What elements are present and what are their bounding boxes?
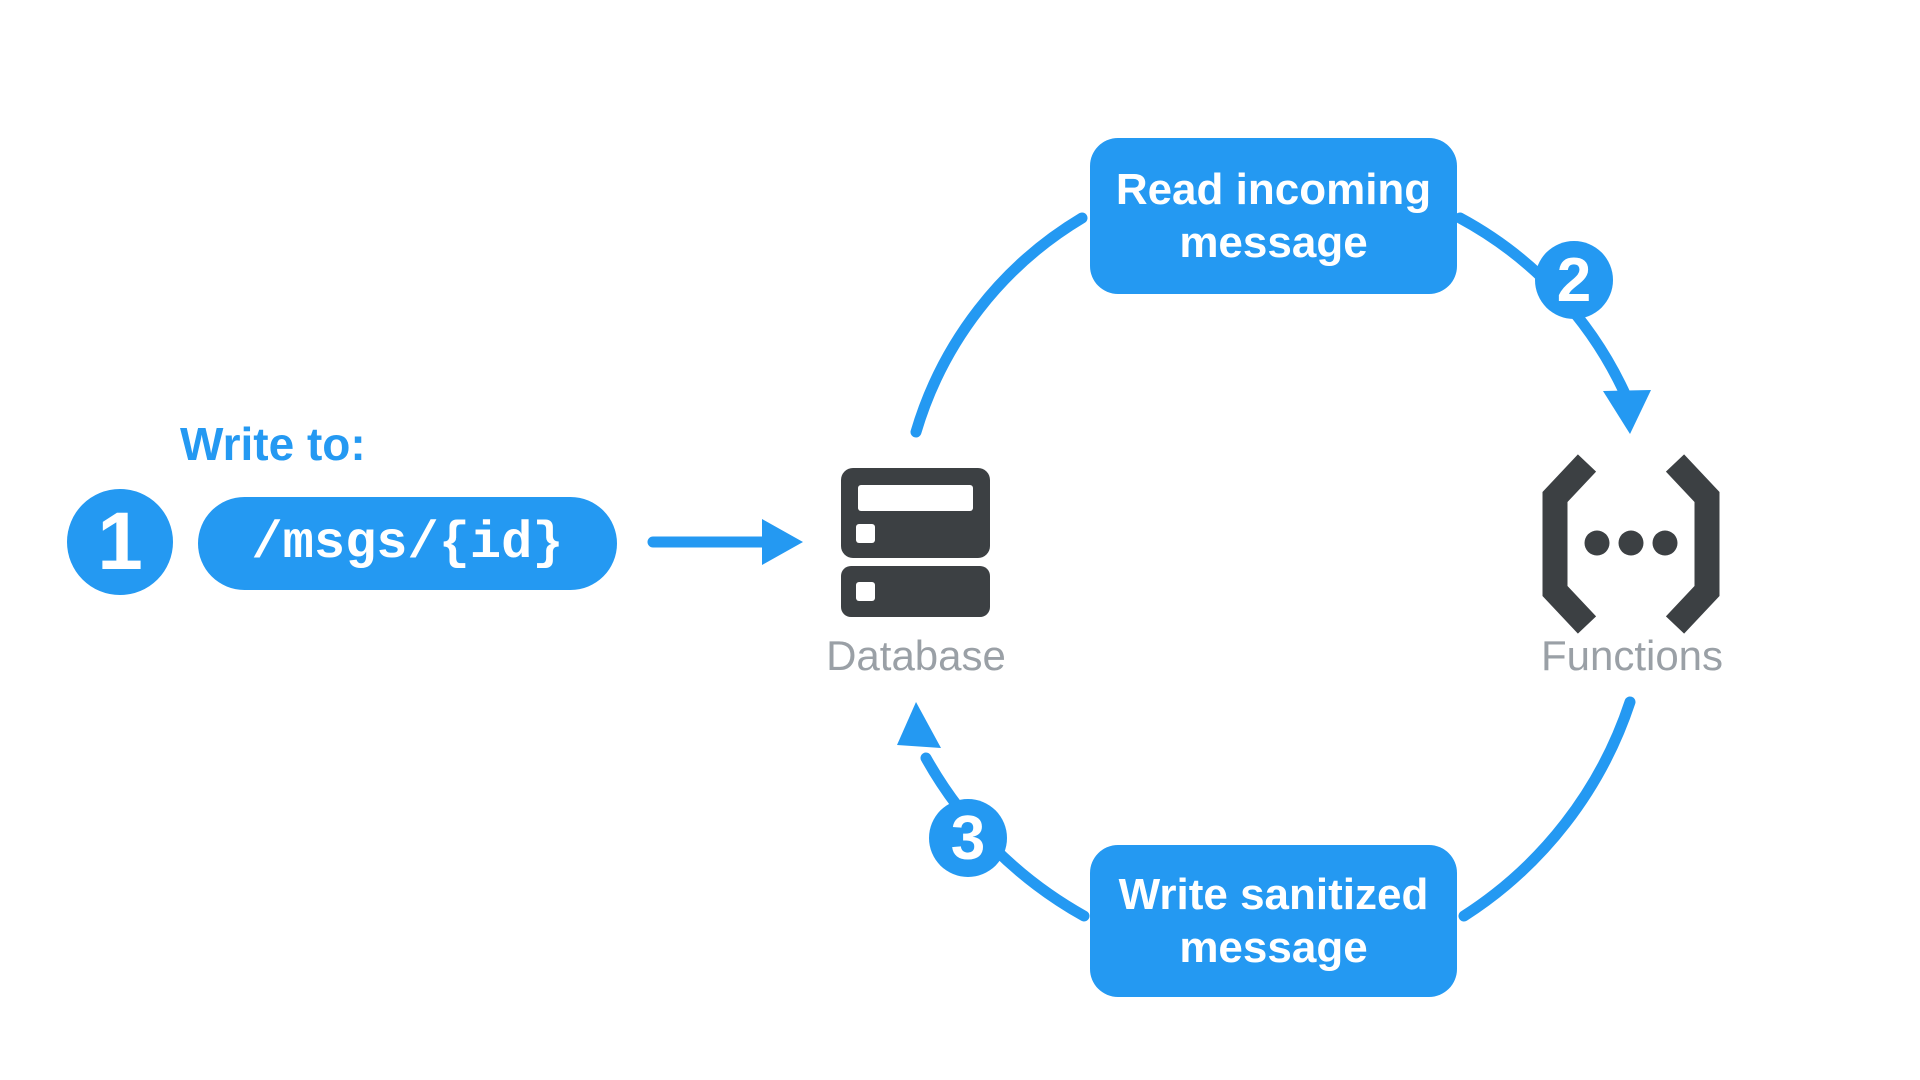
- database-label: Database: [826, 632, 1006, 679]
- functions-left-bracket: [1542, 454, 1597, 634]
- write-sanitized-box-line-2: message: [1179, 923, 1368, 972]
- functions-label: Functions: [1540, 632, 1724, 679]
- down-arrowhead-icon: [1603, 390, 1651, 434]
- database-server-icon: [841, 468, 990, 617]
- up-arrowhead-icon: [897, 702, 941, 748]
- database-led-top: [856, 524, 875, 543]
- db-path-pill: /msgs/{id}: [198, 497, 617, 590]
- write-to-label: Write to:: [180, 418, 366, 470]
- functions-dot-2: [1618, 530, 1644, 556]
- cloud-functions-icon: [1542, 454, 1720, 634]
- write-sanitized-box: Write sanitized message: [1090, 845, 1457, 997]
- read-incoming-box-line-1: Read incoming: [1115, 165, 1432, 214]
- step-2-badge: 2: [1535, 241, 1613, 319]
- database-slot: [858, 485, 973, 511]
- database-led-bottom: [856, 582, 875, 601]
- functions-dot-3: [1652, 530, 1678, 556]
- read-incoming-box: Read incoming message: [1090, 138, 1457, 294]
- arc-functions-to-write-box: [1458, 696, 1636, 922]
- write-sanitized-box-line-1: Write sanitized: [1118, 870, 1429, 919]
- step-1-badge: 1: [67, 489, 173, 595]
- functions-right-bracket: [1665, 454, 1720, 634]
- right-arrowhead: [762, 519, 803, 565]
- step-3-badge: 3: [929, 799, 1007, 877]
- database-bottom-unit: [841, 566, 990, 617]
- database-top-unit: [841, 468, 990, 558]
- arc-database-to-read-box: [910, 212, 1088, 438]
- functions-dot-1: [1584, 530, 1610, 556]
- read-incoming-box-line-2: message: [1179, 218, 1368, 267]
- right-arrow-icon: [647, 519, 803, 565]
